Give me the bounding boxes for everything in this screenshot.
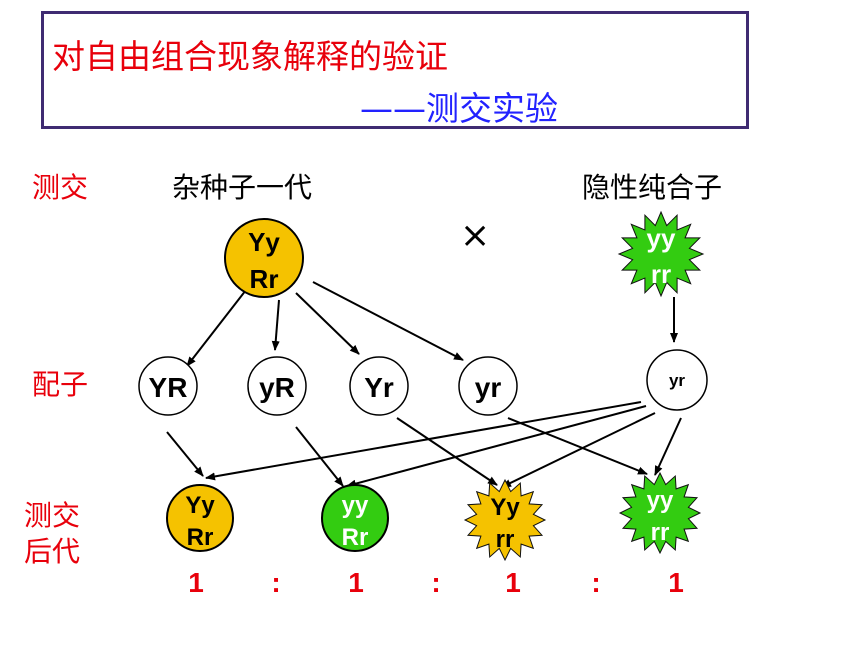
- gamete-label-YR: YR: [149, 372, 188, 403]
- hybrid-parent-genotype-line2: Rr: [250, 264, 279, 294]
- ratio-separator-2: :: [431, 567, 440, 598]
- title-main: 对自由组合现象解释的验证: [52, 37, 448, 76]
- offspring-circle-2: [321, 484, 389, 552]
- row-label-offspring-1: 测交: [24, 499, 81, 532]
- gamete-circle-yR: [247, 356, 307, 416]
- offspring-circle-1: [166, 484, 234, 552]
- ratio-value-2: 1: [348, 567, 364, 598]
- row-label-gametes: 配子: [32, 368, 89, 401]
- recessive-parent-genotype-line1: yy: [647, 223, 676, 253]
- arrow-parent-to-yR: [271, 299, 280, 351]
- arrows-group: [166, 281, 682, 488]
- arrow-parent-to-Yr: [295, 292, 360, 355]
- arrow-parent-to-yr: [312, 281, 464, 361]
- gamete-label-Yr: Yr: [364, 372, 394, 403]
- recessive-parent-genotype-line2: rr: [651, 259, 671, 289]
- offspring-2-genotype-line1: yy: [342, 492, 369, 519]
- gamete-label-yR: yR: [259, 372, 295, 403]
- offspring-4-genotype-line2: rr: [651, 519, 670, 546]
- offspring-star-4: [618, 471, 702, 555]
- gamete-circle-recessive: [646, 349, 708, 411]
- arrow-yr-to-offspring-4: [507, 417, 648, 475]
- gamete-circle-yr: [458, 356, 518, 416]
- ratio-separator-3: :: [591, 567, 600, 598]
- offspring-3-genotype-line2: rr: [496, 526, 515, 553]
- label-hybrid-f1: 杂种子一代: [172, 171, 313, 204]
- gamete-label-recessive: yr: [669, 371, 685, 390]
- ratio-value-4: 1: [668, 567, 684, 598]
- offspring-star-3: [463, 478, 547, 562]
- arrow-Yr-to-offspring-3: [396, 417, 498, 486]
- row-label-offspring-2: 后代: [24, 535, 81, 568]
- cross-symbol: ×: [460, 215, 491, 256]
- offspring-2-genotype-line2: Rr: [342, 524, 369, 551]
- ratio-value-3: 1: [505, 567, 521, 598]
- arrow-recessive-to-offspring-2: [346, 405, 647, 488]
- offspring-3-genotype-line1: Yy: [490, 494, 520, 521]
- title-subtitle: ——测交实验: [360, 89, 558, 128]
- recessive-parent-star: [617, 210, 705, 298]
- title-box: [41, 11, 749, 129]
- hybrid-parent-circle: [224, 218, 304, 298]
- offspring-4-genotype-line1: yy: [647, 487, 674, 514]
- hybrid-parent-genotype-line1: Yy: [248, 227, 280, 257]
- ratio-separator-1: :: [271, 567, 280, 598]
- gamete-circle-YR: [138, 356, 198, 416]
- label-recessive-homozygote: 隐性纯合子: [582, 171, 723, 204]
- gamete-label-yr: yr: [475, 372, 502, 403]
- offspring-1-genotype-line1: Yy: [185, 492, 215, 519]
- arrow-recessive-to-offspring-1: [205, 401, 642, 481]
- ratio-value-1: 1: [188, 567, 204, 598]
- arrow-recessive-to-offspring-4: [654, 417, 682, 476]
- arrow-recessive-to-offspring-3: [501, 412, 656, 488]
- arrow-YR-to-offspring-1: [166, 431, 204, 477]
- gamete-circle-Yr: [349, 356, 409, 416]
- arrow-yR-to-offspring-2: [295, 426, 344, 487]
- row-label-testcross: 测交: [32, 171, 89, 204]
- arrow-parent-to-YR: [186, 289, 247, 367]
- offspring-1-genotype-line2: Rr: [187, 524, 214, 551]
